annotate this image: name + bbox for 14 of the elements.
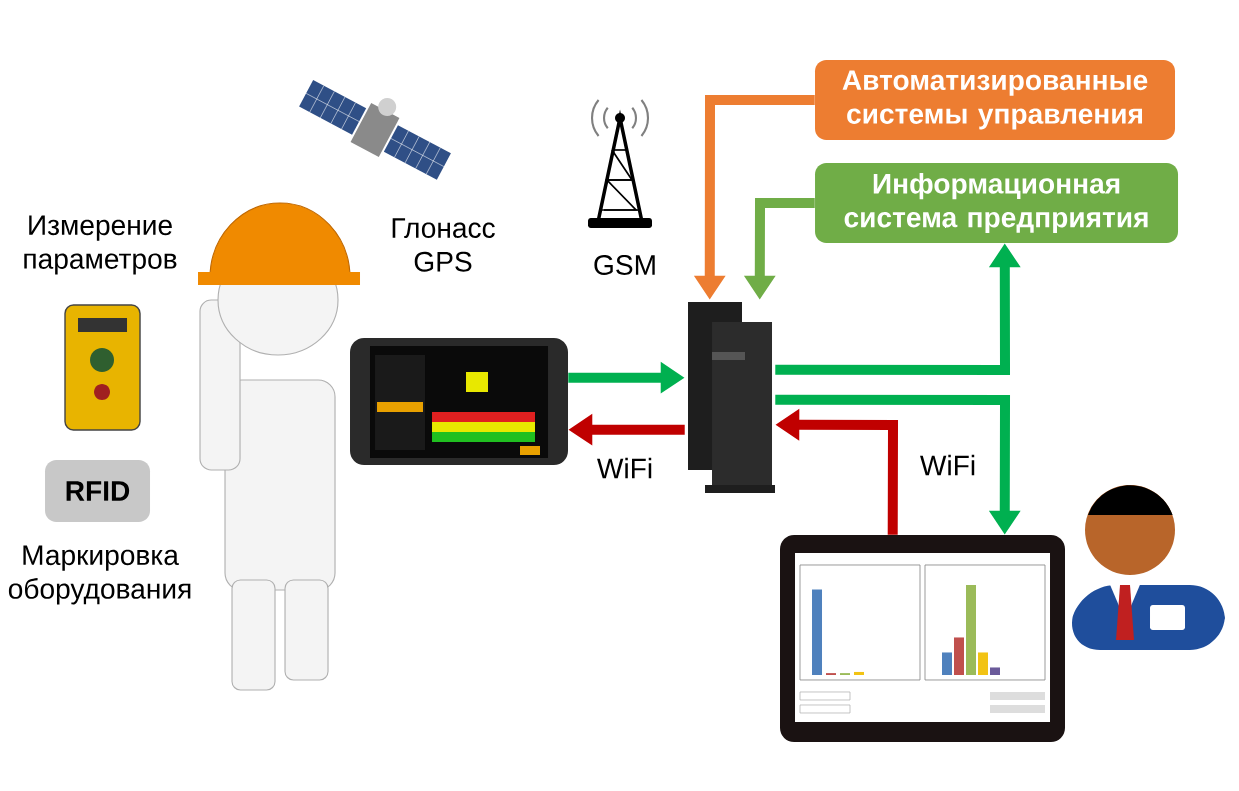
system-box: Автоматизированные системы управления [815, 60, 1175, 140]
edge-label: WiFi [595, 456, 655, 480]
tablet-drawing [780, 535, 1065, 742]
edge-label: WiFi [918, 453, 978, 477]
node-label: Маркировка оборудования [8, 545, 191, 605]
worker-drawing [198, 202, 360, 691]
node-label: Измерение параметров [24, 215, 177, 275]
handheld-drawing [350, 338, 568, 465]
node-label: GSM [594, 255, 655, 275]
server-drawing [688, 302, 775, 493]
person-drawing [1072, 485, 1225, 650]
system-box: Информационная система предприятия [815, 163, 1179, 243]
node-label: Глонасс GPS [392, 218, 495, 272]
rfid-tag: RFID [45, 460, 151, 522]
